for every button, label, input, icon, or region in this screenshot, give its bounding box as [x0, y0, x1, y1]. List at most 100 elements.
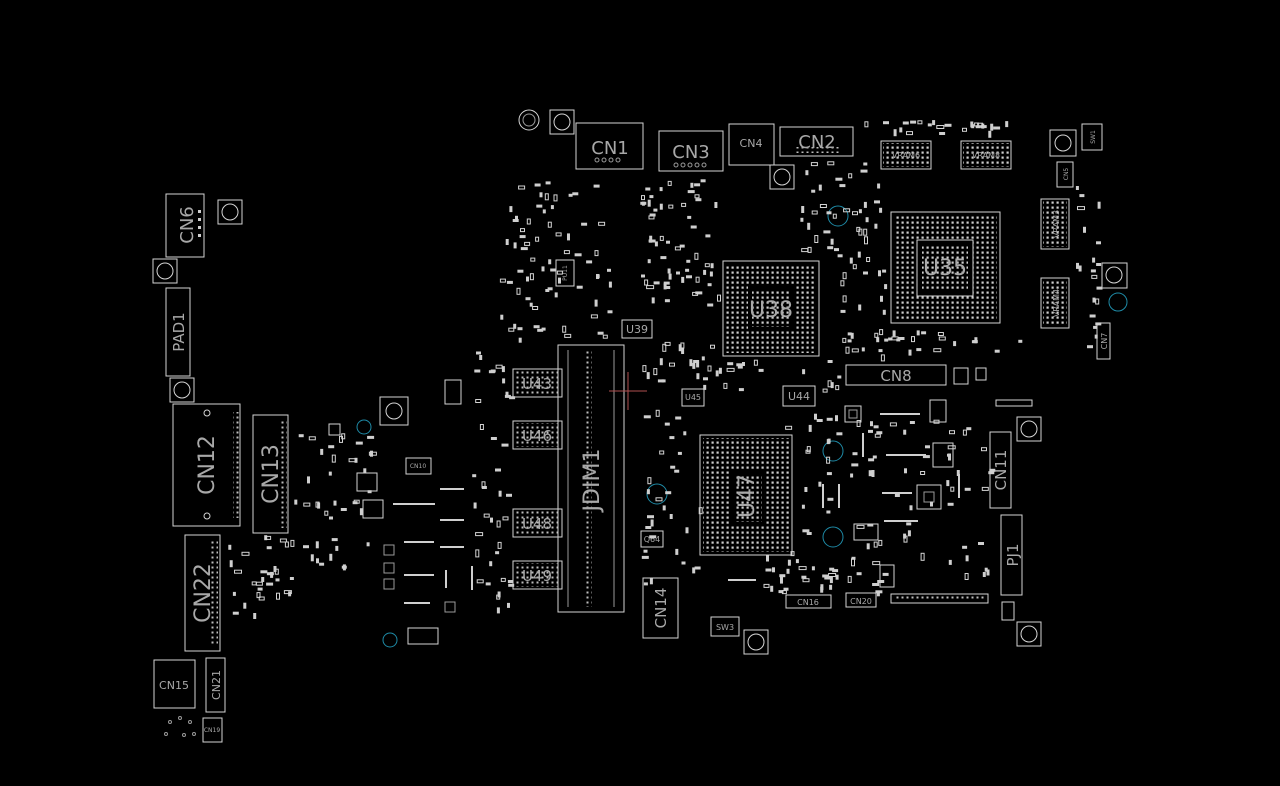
passive-part — [850, 332, 854, 339]
mount-pad-bottom-mid[interactable] — [743, 629, 769, 655]
mount-pad-left-upper[interactable] — [217, 199, 243, 225]
cn19-connector[interactable]: CN19 — [202, 717, 223, 743]
passive-part — [939, 132, 946, 135]
passive-part — [515, 215, 518, 222]
passive-part — [659, 358, 663, 366]
passive-part — [663, 283, 667, 290]
mount-pad-right-mid[interactable] — [1016, 416, 1042, 442]
passive-part — [662, 343, 667, 352]
u49-chip[interactable]: U49 — [512, 560, 563, 590]
mount-hole-top-left[interactable] — [518, 109, 575, 135]
passive-part — [275, 578, 280, 582]
passive-part — [704, 263, 710, 268]
passive-part — [742, 362, 745, 366]
passive-part — [903, 429, 907, 435]
passive-part — [956, 470, 960, 476]
cn20-connector[interactable]: CN20 — [845, 592, 877, 608]
passive-part — [896, 338, 901, 342]
vram3-chip[interactable]: VRAM3 — [1040, 198, 1070, 250]
passive-part — [661, 379, 666, 383]
passive-part — [490, 517, 493, 523]
passive-part — [715, 370, 719, 377]
cn15-connector[interactable]: CN15 — [153, 659, 196, 709]
passive-part — [851, 558, 855, 567]
cn4-connector[interactable]: CN4 — [728, 123, 775, 166]
mount-pad-right-low[interactable] — [1016, 621, 1042, 647]
mount-pad-right-upper[interactable] — [1101, 262, 1128, 289]
passive-part — [837, 375, 842, 379]
passive-part — [906, 131, 913, 136]
u43-chip[interactable]: U43 — [512, 368, 563, 398]
jdim1-dimm-slot[interactable]: JDIM1 — [557, 344, 625, 613]
passive-part — [904, 468, 907, 474]
passive-part — [763, 583, 770, 588]
passive-part — [878, 270, 881, 277]
mount-pad-top-mid[interactable] — [769, 164, 795, 190]
sw3-switch[interactable]: SW3 — [710, 616, 740, 637]
passive-part — [874, 223, 878, 229]
cn7-connector[interactable]: CN7 — [1096, 322, 1111, 360]
passive-part — [842, 337, 847, 343]
passive-part — [790, 551, 795, 557]
u47-cpu[interactable]: U47 — [699, 434, 793, 556]
cn1-connector[interactable]: CN1 — [575, 122, 644, 170]
passive-part — [283, 590, 292, 595]
vram6-chip[interactable]: VRAM6 — [880, 140, 932, 170]
pu11-chip[interactable]: PU11 — [555, 259, 575, 287]
passive-part — [874, 433, 881, 438]
cn8-connector[interactable]: CN8 — [845, 364, 947, 386]
passive-part — [1093, 325, 1098, 329]
passive-part — [545, 289, 550, 292]
mount-pad-top-right[interactable] — [1049, 129, 1077, 157]
cn12-connector[interactable]: CN12 — [172, 403, 241, 527]
cn22-connector[interactable]: CN22 — [184, 534, 221, 652]
cn13-connector[interactable]: CN13 — [252, 414, 289, 534]
passive-part — [964, 487, 971, 491]
passive-part — [553, 194, 558, 202]
u45-chip[interactable]: U45 — [681, 388, 705, 407]
cn14-connector[interactable]: CN14 — [642, 577, 679, 639]
sw1-switch[interactable]: SW1 — [1081, 123, 1103, 151]
mount-pad-left-lower[interactable] — [169, 377, 195, 403]
vram4-chip[interactable]: VRAM4 — [1040, 277, 1070, 329]
passive-part — [872, 561, 881, 566]
passive-part — [647, 199, 651, 207]
cn2-connector[interactable]: CN2 — [779, 126, 854, 157]
pj1-power-jack[interactable]: PJ1 — [1000, 514, 1023, 596]
q64-transistor[interactable]: Q64 — [640, 530, 664, 548]
passive-part — [266, 546, 272, 550]
cn2-label: CN2 — [798, 132, 836, 153]
passive-part — [681, 561, 686, 565]
passive-part — [839, 184, 846, 188]
pad1-component[interactable]: PAD1 — [165, 287, 191, 377]
u44-chip[interactable]: U44 — [782, 385, 816, 407]
passive-part — [867, 523, 874, 527]
passive-part — [1005, 121, 1009, 128]
u48-chip[interactable]: U48 — [512, 508, 563, 538]
passive-part — [581, 222, 588, 226]
cn3-connector[interactable]: CN3 — [658, 130, 724, 172]
u35-gpu[interactable]: U35 — [890, 211, 1001, 324]
passive-part — [1087, 345, 1093, 349]
passive-part — [860, 169, 868, 173]
u39-chip[interactable]: U39 — [621, 319, 653, 339]
passive-part — [687, 190, 695, 194]
passive-part — [1075, 186, 1079, 190]
cn10-connector[interactable]: CN10 — [405, 457, 432, 475]
cn16-connector[interactable]: CN16 — [785, 594, 832, 609]
vram8-chip[interactable]: VRAM8 — [960, 140, 1012, 170]
mount-pad-mid-left[interactable] — [379, 396, 409, 426]
fpc-connector-bottom[interactable] — [890, 593, 989, 604]
u38-chip[interactable]: U38 — [722, 260, 820, 357]
passive-part — [772, 567, 775, 573]
cn6-connector[interactable]: CN6 — [165, 193, 205, 258]
passive-part — [892, 330, 896, 337]
passive-part — [946, 480, 950, 487]
passive-part — [925, 445, 930, 449]
cn5-connector[interactable]: CN5 — [1056, 161, 1074, 188]
u46-chip[interactable]: U46 — [512, 420, 563, 450]
cn21-connector[interactable]: CN21 — [205, 657, 226, 713]
mount-pad-left-mid[interactable] — [152, 258, 178, 284]
passive-part — [828, 573, 837, 577]
